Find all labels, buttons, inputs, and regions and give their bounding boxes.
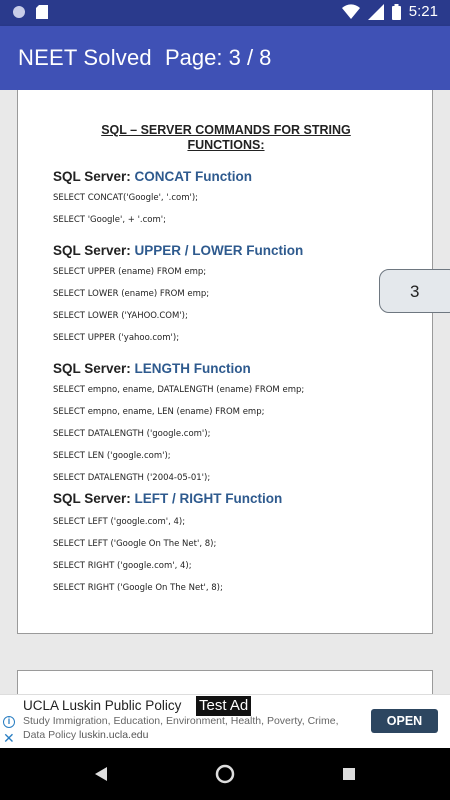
section-function-name: CONCAT Function (134, 169, 253, 184)
code-line: SELECT DATALENGTH ('google.com'); (53, 429, 211, 439)
page-number-text: 3 (410, 282, 420, 301)
ad-open-button[interactable]: OPEN (371, 709, 438, 733)
code-line: SELECT RIGHT ('google.com', 4); (53, 561, 192, 571)
status-time: 5:21 (408, 3, 438, 20)
section-function-name: LENGTH Function (134, 361, 251, 376)
document-title-line-1: SQL – SERVER COMMANDS FOR STRING (101, 123, 351, 137)
section-prefix: SQL Server: (53, 361, 135, 376)
wifi-icon (341, 3, 360, 19)
code-line: SELECT LEN ('google.com'); (53, 451, 171, 461)
code-line: SELECT LOWER (ename) FROM emp; (53, 289, 210, 299)
section-function-name: UPPER / LOWER Function (134, 243, 304, 258)
code-line: SELECT LEFT ('Google On The Net', 8); (53, 539, 217, 549)
code-line: SELECT DATALENGTH ('2004-05-01'); (53, 473, 211, 483)
app-title: NEET Solved (18, 45, 152, 70)
section-heading-concat: SQL Server: CONCAT Function (53, 169, 252, 184)
ad-info-icon[interactable]: i (3, 716, 15, 728)
page-counter: Page: 3 / 8 (165, 45, 272, 70)
document-title: SQL – SERVER COMMANDS FOR STRING FUNCTIO… (18, 123, 434, 153)
app-bar: NEET Solved Page: 3 / 8 (0, 26, 450, 90)
ad-title[interactable]: UCLA Luskin Public Policy (23, 698, 182, 713)
signal-icon (367, 3, 384, 20)
ad-domain: luskin.ucla.edu (79, 729, 149, 741)
code-line: SELECT UPPER ('yahoo.com'); (53, 333, 180, 343)
section-heading-length: SQL Server: LENGTH Function (53, 361, 251, 376)
status-right-icons: 5:21 (341, 3, 438, 20)
pdf-viewer[interactable]: SQL – SERVER COMMANDS FOR STRING FUNCTIO… (0, 90, 450, 694)
pdf-page-next (17, 670, 433, 694)
section-function-name: LEFT / RIGHT Function (134, 491, 283, 506)
section-heading-left-right: SQL Server: LEFT / RIGHT Function (53, 491, 282, 506)
status-bar: 5:21 (0, 0, 450, 26)
ad-close-icon[interactable]: ✕ (3, 731, 15, 747)
pdf-page: SQL – SERVER COMMANDS FOR STRING FUNCTIO… (17, 90, 433, 634)
code-line: SELECT RIGHT ('Google On The Net', 8); (53, 583, 223, 593)
test-ad-badge: Test Ad (196, 696, 252, 716)
status-left-icons (12, 5, 48, 19)
ad-banner[interactable]: i ✕ UCLA Luskin Public Policy Test Ad St… (0, 694, 450, 748)
battery-icon (391, 3, 401, 20)
code-line: SELECT UPPER (ename) FROM emp; (53, 267, 207, 277)
sd-card-icon (36, 5, 48, 19)
circle-notification-icon (13, 6, 25, 18)
navigation-bar (0, 748, 450, 800)
section-prefix: SQL Server: (53, 491, 135, 506)
back-icon[interactable] (89, 762, 113, 786)
ad-description-text: Study Immigration, Education, Environmen… (23, 715, 339, 741)
code-line: SELECT 'Google', + '.com'; (53, 215, 166, 225)
document-title-line-2: FUNCTIONS: (187, 138, 265, 152)
section-prefix: SQL Server: (53, 243, 135, 258)
home-icon[interactable] (213, 762, 237, 786)
code-line: SELECT empno, ename, DATALENGTH (ename) … (53, 385, 305, 395)
section-prefix: SQL Server: (53, 169, 135, 184)
code-line: SELECT empno, ename, LEN (ename) FROM em… (53, 407, 265, 417)
ad-description: Study Immigration, Education, Environmen… (23, 714, 363, 742)
code-line: SELECT LOWER ('YAHOO.COM'); (53, 311, 188, 321)
code-line: SELECT LEFT ('google.com', 4); (53, 517, 186, 527)
section-heading-upper-lower: SQL Server: UPPER / LOWER Function (53, 243, 303, 258)
recents-icon[interactable] (337, 762, 361, 786)
code-line: SELECT CONCAT('Google', '.com'); (53, 193, 199, 203)
page-number-indicator[interactable]: 3 (379, 269, 450, 313)
